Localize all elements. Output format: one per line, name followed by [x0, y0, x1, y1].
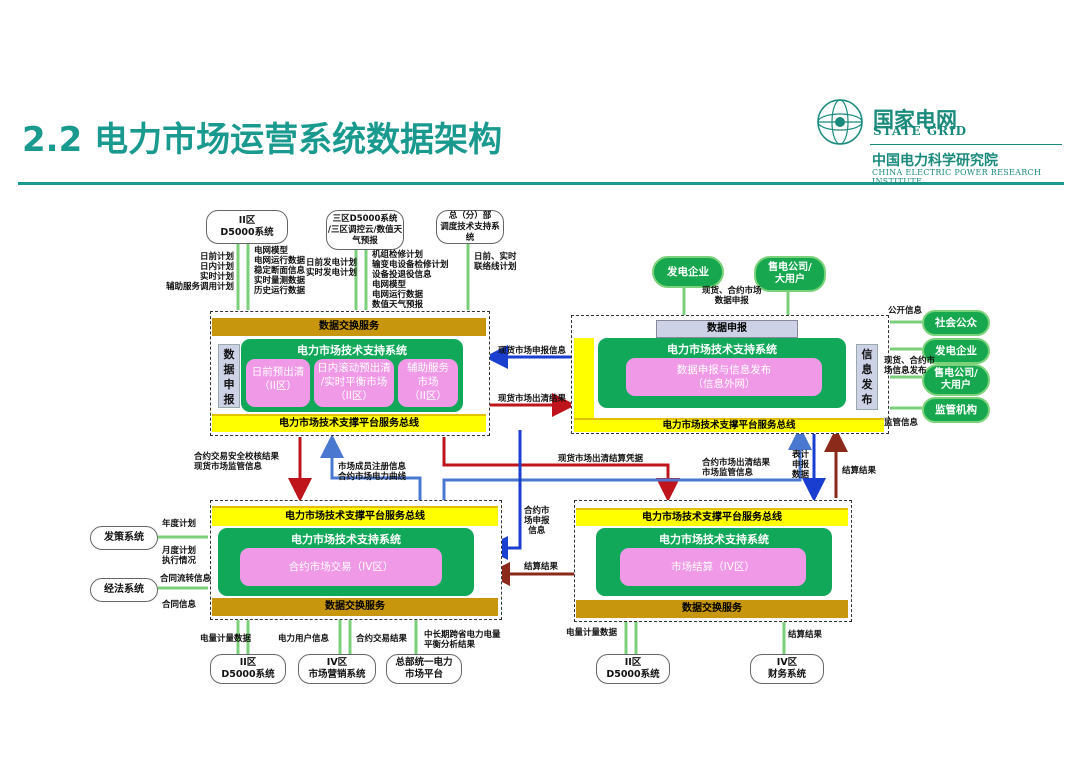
logo-cn: 国家电网: [873, 108, 957, 132]
participant-gen: 发电企业: [652, 256, 724, 288]
tl-module-realtime: 日内滚动预出清 /实时平衡市场 （II区）: [314, 359, 394, 407]
label-annual: 年度计划: [162, 519, 197, 529]
output-retail: 售电公司/ 大用户: [922, 364, 990, 396]
output-gen: 发电企业: [922, 338, 990, 364]
bl-bus-bar: 电力市场技术支撑平台服务总线: [212, 506, 498, 526]
logo-divider: [870, 144, 1062, 145]
source-reform: 发策系统: [90, 526, 158, 550]
label-settle-result: 结算结果: [842, 466, 877, 476]
source-economic: 经法系统: [90, 578, 158, 602]
label-spot-clear: 现货市场出清结果: [498, 394, 567, 404]
label-public-info: 公开信息: [888, 306, 923, 316]
label-meter-b: 电量计量数据: [566, 628, 618, 638]
bl-system-title: 电力市场技术支持系统: [291, 533, 401, 546]
source-d5000-zone3: 三区D5000系统 /三区调控云/数值天 气预报: [326, 210, 404, 250]
tr-bus-bar: 电力市场技术支撑平台服务总线: [574, 418, 884, 432]
label-grid-model: 电网模型 电网运行数据 稳定断面信息 实时量测数据 历史运行数据: [254, 246, 306, 296]
source-marketing: IV区 市场营销系统: [298, 654, 376, 684]
title-underline: [18, 182, 1064, 185]
output-regulator: 监管机构: [922, 397, 990, 423]
label-contract-check: 合约交易安全校核结果 现货市场监管信息: [194, 452, 280, 472]
label-user-info: 电力用户信息: [278, 634, 330, 644]
source-d5000-bottom-b: II区 D5000系统: [596, 654, 670, 684]
tl-system-title: 电力市场技术支持系统: [297, 344, 407, 357]
bl-module-contract: 合约市场交易（IV区）: [240, 548, 442, 586]
logo-en: STATE GRID: [873, 124, 968, 138]
label-contract-info: 合同信息: [162, 600, 197, 610]
br-module-settlement: 市场结算（IV区）: [620, 548, 806, 586]
institute-cn: 中国电力科学研究院: [872, 153, 998, 169]
label-meter-a: 电量计量数据: [200, 634, 252, 644]
participant-retail: 售电公司/ 大用户: [754, 256, 826, 292]
bl-exchange-bar: 数据交换服务: [212, 598, 498, 616]
source-dispatch: 总（分）部 调度技术支持系 统: [436, 210, 504, 244]
page-title: 2.2 电力市场运营系统数据架构: [22, 120, 503, 160]
label-meter: 表计 申报 数据: [792, 450, 810, 480]
label-gen-plans: 日前发电计划 实时发电计划: [306, 258, 358, 278]
label-contract-result: 合约交易结果: [356, 634, 408, 644]
tl-module-dayahead: 日前预出清 （II区）: [246, 359, 310, 407]
tr-report-bar: 数据申报: [656, 320, 798, 338]
source-hq-platform: 总部统一电力 市场平台: [386, 654, 462, 684]
tr-system-title: 电力市场技术支持系统: [667, 343, 777, 356]
source-d5000-top: II区 D5000系统: [206, 210, 288, 244]
label-monthly: 月度计划 执行情况: [162, 546, 197, 566]
tr-module-publish: 数据申报与信息发布 （信息外网）: [626, 358, 822, 396]
label-settle-result2: 结算结果: [524, 562, 559, 572]
tl-side-label: 数据申报: [218, 344, 240, 408]
label-maintenance: 机组检修计划 输变电设备检修计划 设备投退役信息 电网模型 电网运行数据 数值天…: [372, 250, 449, 310]
label-spot-report: 现货市场申报信息: [498, 346, 567, 356]
label-contract-flow: 合同流转信息: [160, 574, 212, 584]
label-private-info: 现货、合约市 场信息发布: [884, 356, 936, 376]
br-system-title: 电力市场技术支持系统: [659, 533, 769, 546]
source-d5000-bottom-a: II区 D5000系统: [210, 654, 286, 684]
label-long-term: 中长期跨省电力电量 平衡分析结果: [424, 630, 501, 650]
label-contract-report: 合约市 场申报 信息: [524, 506, 550, 536]
state-grid-logo-icon: [817, 99, 863, 145]
label-supervise-info: 监管信息: [884, 418, 919, 428]
output-public: 社会公众: [922, 310, 990, 336]
source-finance: IV区 财务系统: [750, 654, 824, 684]
label-tie-plans: 日前、实时 联络线计划: [474, 252, 517, 272]
label-voucher: 现货市场出清结算凭据: [558, 454, 644, 464]
label-left-plans: 日前计划 日内计划 实时计划 辅助服务调用计划: [166, 252, 235, 292]
institute-en: CHINA ELECTRIC POWER RESEARCH INSTITUTE: [872, 168, 1042, 186]
label-members: 市场成员注册信息 合约市场电力曲线: [338, 462, 407, 482]
tl-module-ancillary: 辅助服务 市场 （II区）: [398, 359, 458, 407]
label-contract-clear: 合约市场出清结果 市场监管信息: [702, 458, 771, 478]
br-bus-bar: 电力市场技术支撑平台服务总线: [576, 508, 848, 526]
label-settle: 结算结果: [788, 630, 823, 640]
tl-exchange-bar: 数据交换服务: [212, 318, 486, 336]
tr-yellow-side: [574, 338, 594, 418]
tr-side-label: 信息发布: [856, 344, 878, 410]
br-exchange-bar: 数据交换服务: [576, 600, 848, 618]
tl-bus-bar: 电力市场技术支撑平台服务总线: [212, 414, 486, 432]
label-participant-report: 现货、合约市场 数据申报: [702, 286, 762, 306]
